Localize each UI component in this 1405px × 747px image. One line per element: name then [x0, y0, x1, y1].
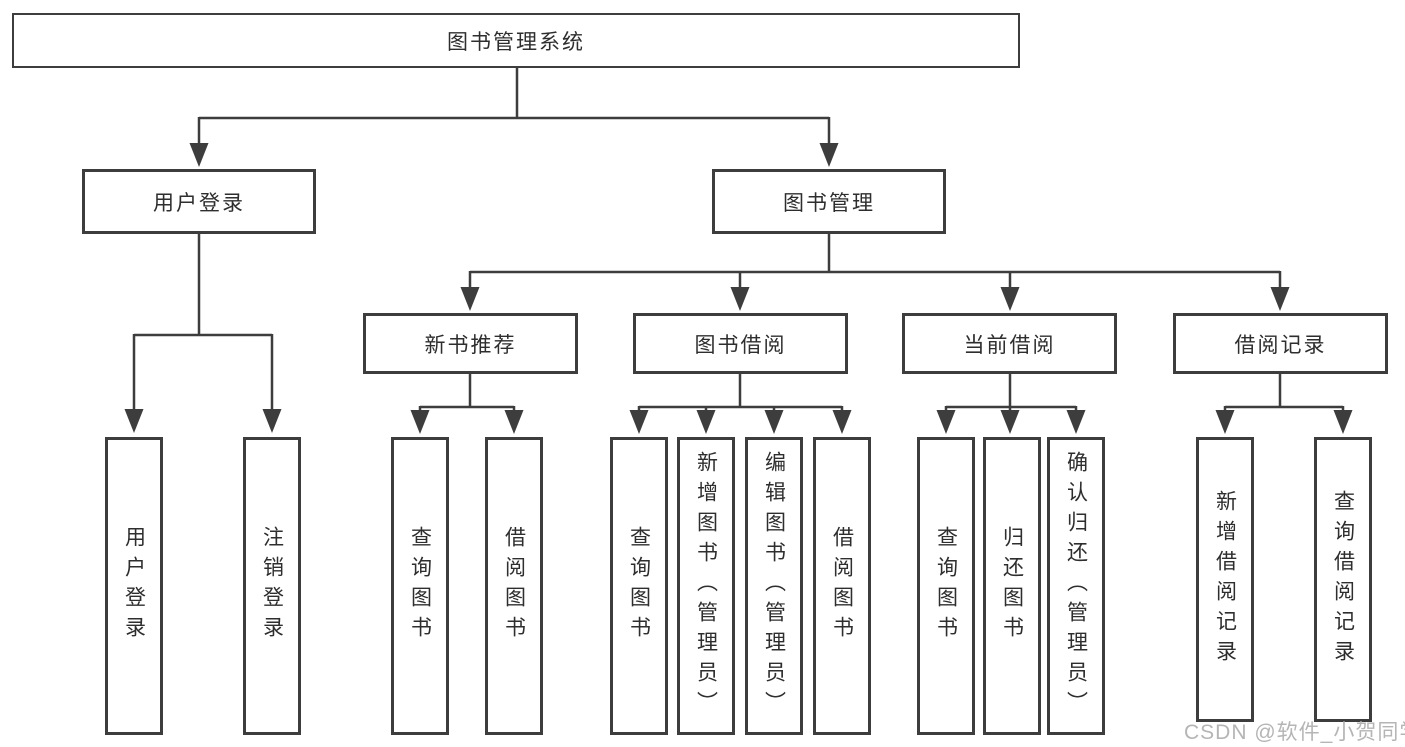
node-label: 用户登录 — [153, 191, 245, 215]
node-root-system: 图书管理系统 — [12, 13, 1020, 68]
leaf-add-borrow-record: 新增借阅记录 — [1196, 437, 1254, 722]
leaf-label: 注销登录 — [260, 526, 284, 646]
leaf-label: 确认归还（管理员） — [1064, 451, 1088, 721]
leaf-label: 编辑图书（管理员） — [762, 451, 786, 721]
leaf-query-books-newrec: 查询图书 — [391, 437, 449, 735]
leaf-query-borrow-record: 查询借阅记录 — [1314, 437, 1372, 722]
leaf-label: 借阅图书 — [502, 526, 526, 646]
leaf-label: 查询借阅记录 — [1331, 489, 1355, 670]
leaf-confirm-return-admin: 确认归还（管理员） — [1047, 437, 1105, 735]
node-user-login: 用户登录 — [82, 169, 316, 234]
leaf-borrow-books-newrec: 借阅图书 — [485, 437, 543, 735]
node-root-label: 图书管理系统 — [447, 30, 585, 54]
leaf-user-login: 用户登录 — [105, 437, 163, 735]
leaf-query-books-borrow: 查询图书 — [610, 437, 668, 735]
leaf-label: 新增图书（管理员） — [694, 451, 718, 721]
node-current-borrowing: 当前借阅 — [902, 313, 1117, 374]
node-label: 图书借阅 — [694, 333, 787, 357]
node-label: 当前借阅 — [963, 333, 1056, 357]
leaf-add-books-admin: 新增图书（管理员） — [677, 437, 735, 735]
node-book-borrowing: 图书借阅 — [633, 313, 848, 374]
node-borrowing-records: 借阅记录 — [1173, 313, 1388, 374]
leaf-edit-books-admin: 编辑图书（管理员） — [745, 437, 803, 735]
leaf-label: 用户登录 — [122, 526, 146, 646]
node-book-management: 图书管理 — [712, 169, 946, 234]
leaf-label: 查询图书 — [934, 526, 958, 646]
leaf-query-books-current: 查询图书 — [917, 437, 975, 735]
leaf-label: 新增借阅记录 — [1213, 489, 1237, 670]
node-label: 借阅记录 — [1234, 333, 1327, 357]
node-new-book-recommend: 新书推荐 — [363, 313, 578, 374]
node-label: 新书推荐 — [424, 333, 517, 357]
leaf-borrow-books: 借阅图书 — [813, 437, 871, 735]
csdn-watermark: CSDN @软件_小贺同学 — [1184, 721, 1405, 744]
leaf-logout: 注销登录 — [243, 437, 301, 735]
leaf-label: 借阅图书 — [830, 526, 854, 646]
leaf-label: 查询图书 — [408, 526, 432, 646]
leaf-label: 查询图书 — [627, 526, 651, 646]
leaf-label: 归还图书 — [1000, 526, 1024, 646]
node-label: 图书管理 — [783, 191, 875, 215]
leaf-return-books: 归还图书 — [983, 437, 1041, 735]
